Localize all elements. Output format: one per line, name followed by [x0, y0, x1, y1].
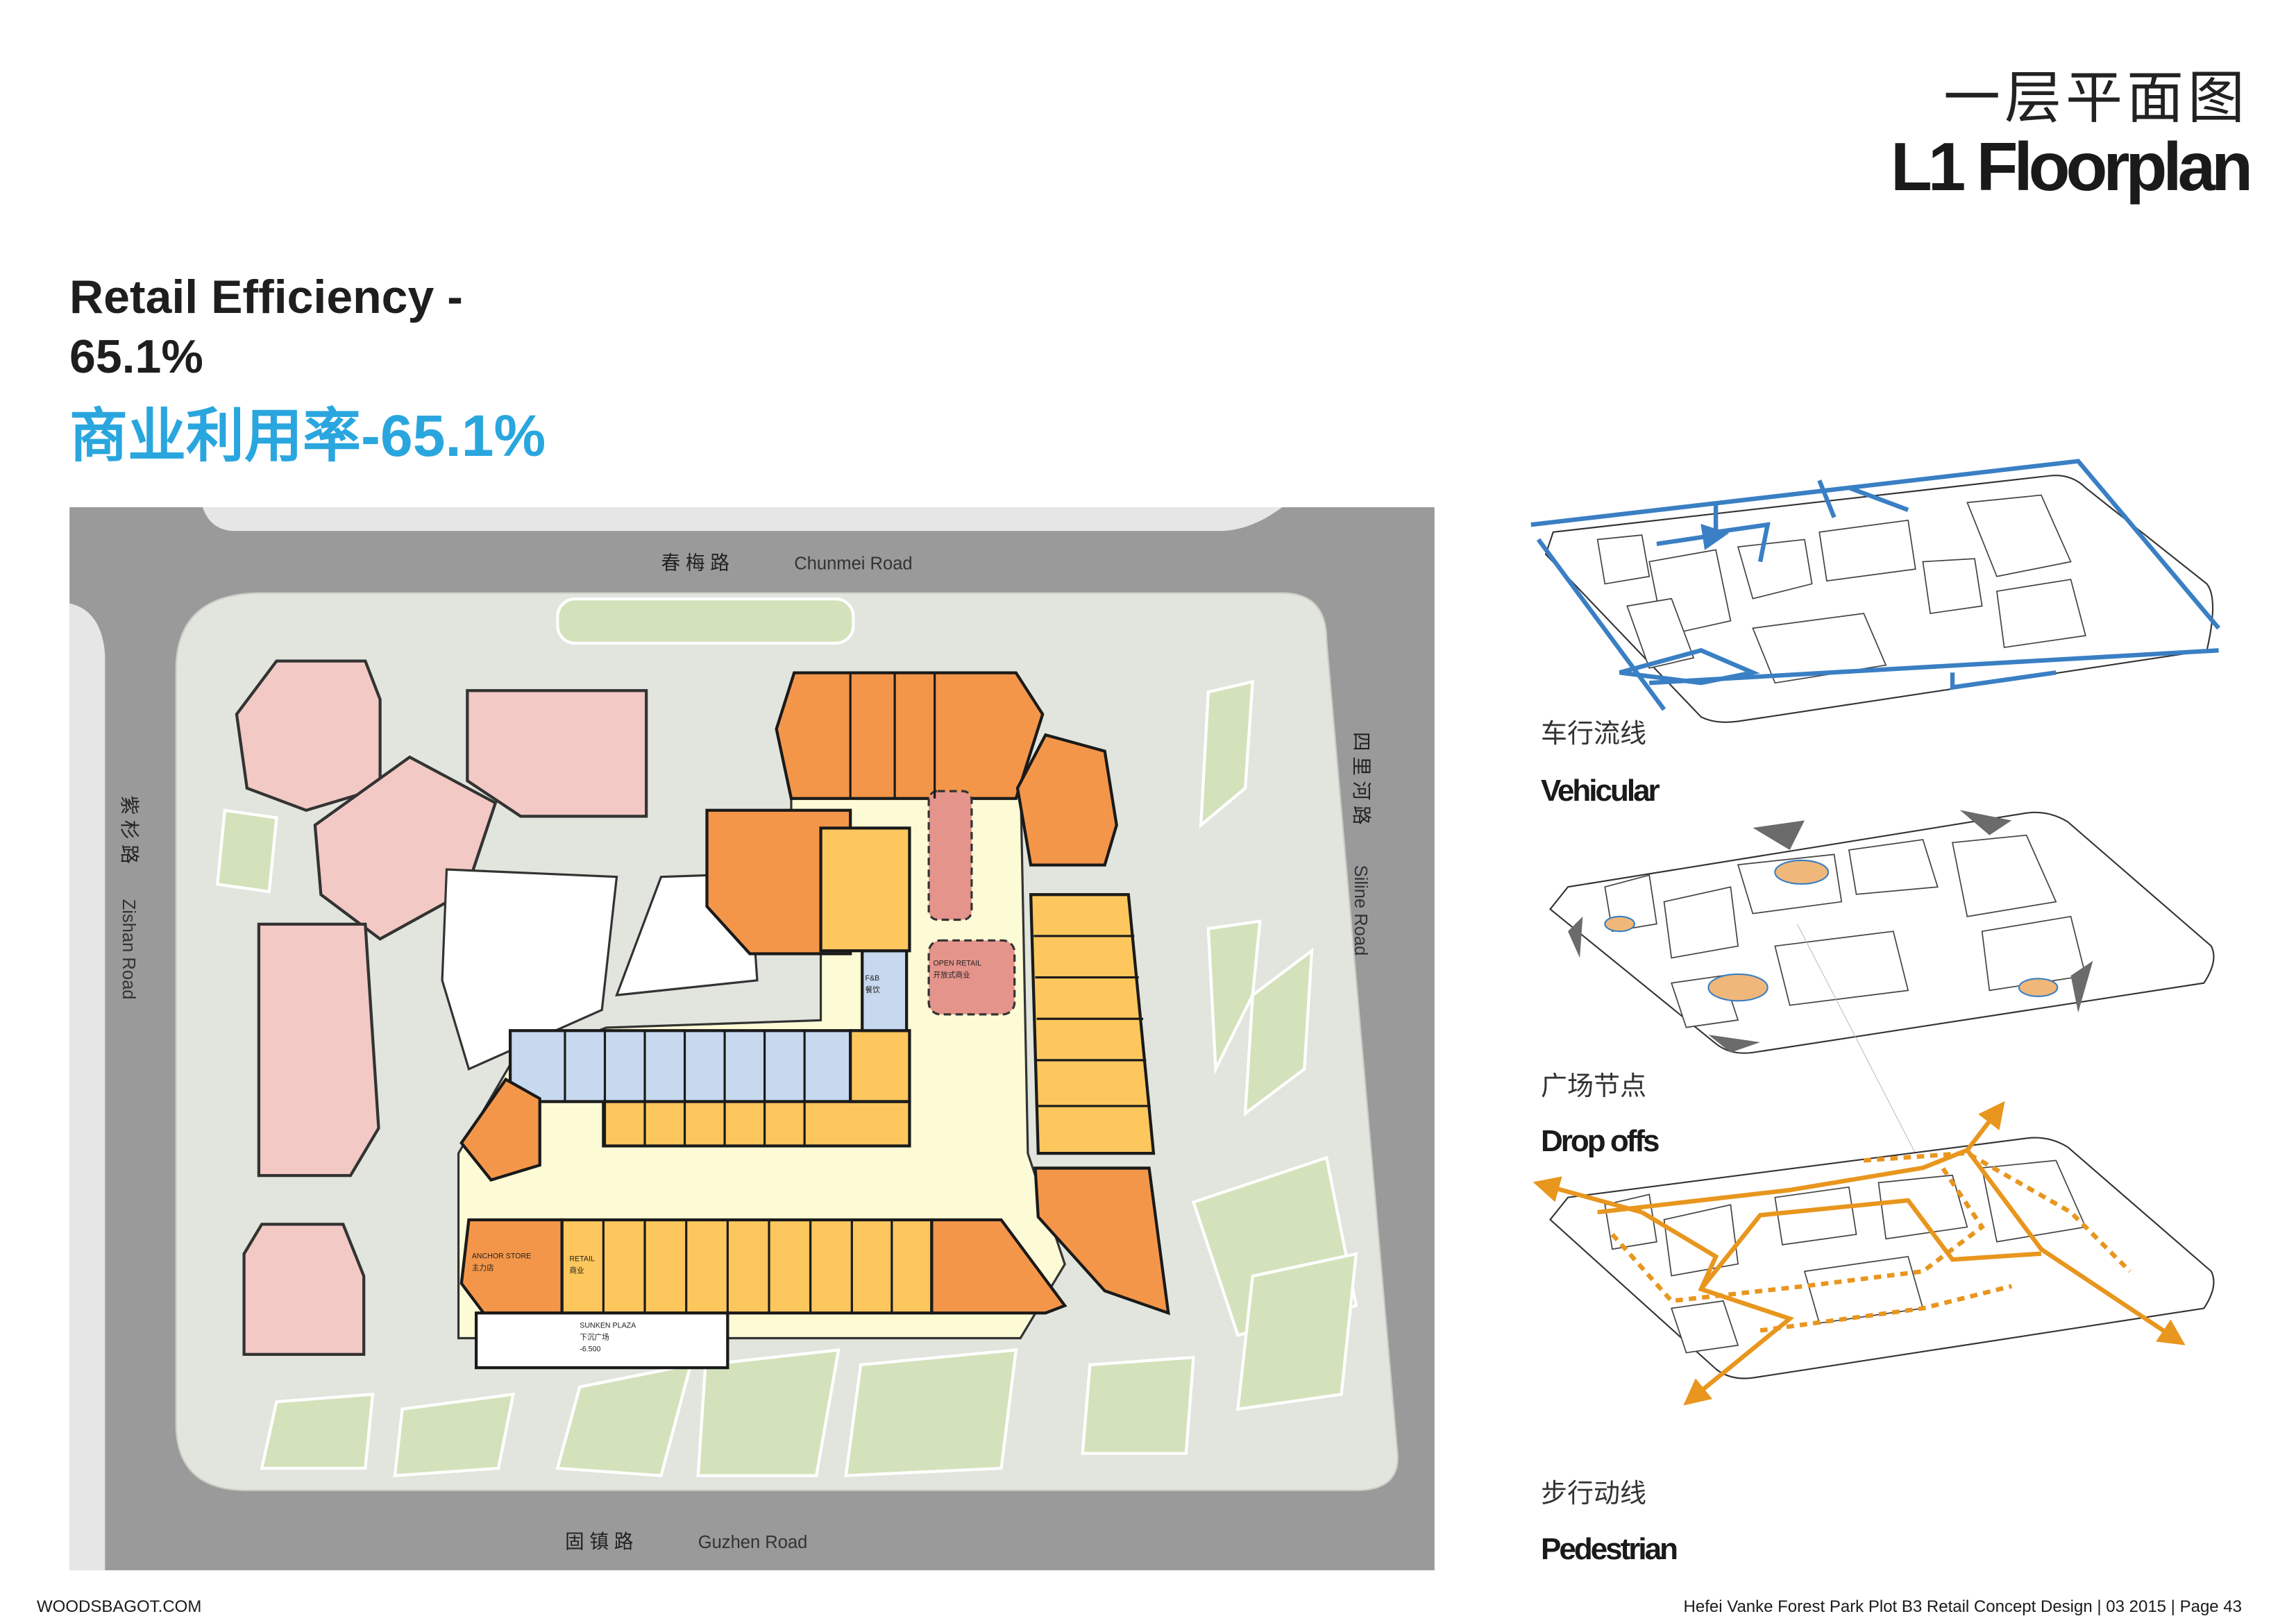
open-retail-kiosks: [927, 790, 1016, 1016]
retail-label: RETAIL: [569, 1255, 595, 1264]
sunken-plaza-south: [474, 1311, 729, 1370]
l1-floorplan-map: 春 梅 路 Chunmei Road 固 镇 路 Guzhen Road 紫 杉…: [69, 507, 1435, 1570]
open-retail-label: OPEN RETAIL: [934, 960, 982, 968]
west-retail-blocks: [235, 659, 648, 1357]
retail-label-cn: 商业: [569, 1266, 584, 1275]
north-sidewalk: [202, 507, 1283, 532]
sunken-plaza-label-cn: 下沉广场: [580, 1333, 609, 1342]
drop-offs-label: Drop offs: [1541, 1124, 1660, 1158]
anchor-store-east: [1015, 733, 1118, 867]
road-label-north-cn: 春 梅 路: [661, 552, 729, 573]
road-label-north-en: Chunmei Road: [794, 554, 912, 573]
sunken-plaza-level: -6.500: [580, 1345, 600, 1354]
page-title-cn: 一层平面图: [1943, 65, 2249, 131]
footer-document-info: Hefei Vanke Forest Park Plot B3 Retail C…: [1683, 1597, 2242, 1616]
retail-central: [819, 826, 911, 953]
page-title: L1 Floorplan: [1891, 128, 2253, 205]
road-label-west-en: Zishan Road: [119, 899, 138, 1000]
retail-middle-row: [602, 1100, 911, 1148]
fnb-row: [508, 1029, 852, 1103]
circulation-diagrams: [1530, 459, 2221, 1406]
retail-efficiency-value: 65.1%: [69, 330, 203, 383]
retail-south-row: [560, 1218, 934, 1315]
shop-dividers: [564, 672, 1151, 1314]
road-label-east-en: Siline Road: [1351, 865, 1370, 956]
fnb-east: [861, 949, 909, 1033]
footer-website: WOODSBAGOT.COM: [37, 1597, 202, 1616]
pedestrian-diagram: [1533, 1101, 2215, 1406]
vehicular-diagram: [1530, 459, 2221, 723]
road-label-west-cn: 紫 杉 路: [119, 795, 140, 863]
retail-efficiency-label: Retail Efficiency -: [69, 271, 463, 323]
anchor-store-southeast: [1033, 1166, 1170, 1316]
retail-efficiency-cn: 商业利用率-65.1%: [69, 403, 546, 468]
anchor-store-central: [705, 808, 852, 955]
sunken-plaza-label: SUNKEN PLAZA: [580, 1322, 636, 1330]
open-retail-label-cn: 开放式商业: [934, 971, 971, 980]
vehicular-label-cn: 车行流线: [1541, 718, 1647, 749]
landscape-areas: [215, 597, 1358, 1477]
west-sidewalk: [69, 603, 105, 1570]
pedestrian-label-cn: 步行动线: [1541, 1478, 1647, 1509]
road-label-south-en: Guzhen Road: [698, 1533, 808, 1552]
anchor-store-label-cn: 主力店: [472, 1263, 494, 1272]
anchor-store-north: [775, 671, 1045, 800]
anchor-store-west: [459, 1077, 541, 1182]
pedestrian-label: Pedestrian: [1541, 1532, 1678, 1566]
anchor-store-south: [930, 1218, 1067, 1315]
drop-offs-diagram: [1548, 810, 2215, 1054]
road-label-east-cn: 四 里 河 路: [1351, 732, 1372, 825]
retail-east-column: [1029, 893, 1156, 1155]
vehicular-label: Vehicular: [1541, 774, 1660, 808]
drop-offs-label-cn: 广场节点: [1541, 1071, 1647, 1101]
retail-middle-end: [849, 1029, 911, 1103]
fnb-label: F&B: [866, 974, 880, 983]
anchor-store-label: ANCHOR STORE: [472, 1252, 532, 1260]
fnb-label-cn: 餐饮: [866, 985, 881, 994]
retail-efficiency-heading: Retail Efficiency - 65.1%: [69, 267, 463, 386]
road-label-south-cn: 固 镇 路: [565, 1531, 633, 1552]
